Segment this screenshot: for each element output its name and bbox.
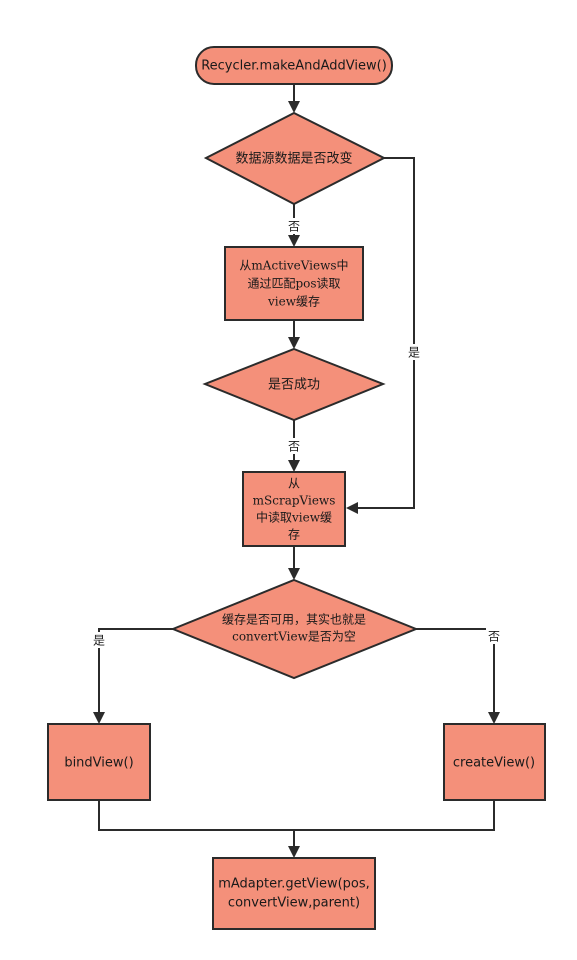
node-label-line: 存	[288, 528, 300, 542]
process-shape	[224, 246, 364, 321]
arrowhead	[288, 235, 300, 247]
edge-changed-yes	[356, 157, 415, 509]
arrowhead	[288, 846, 300, 858]
edge-label-cache-yes: 是	[93, 634, 105, 648]
arrowhead	[288, 460, 300, 472]
node-label: Recycler.makeAndAddView()	[201, 59, 387, 74]
process-shape	[242, 471, 346, 547]
node-get-view: mAdapter.getView(pos, convertView,parent…	[212, 857, 376, 930]
node-label-line: 从	[288, 477, 300, 491]
edge-labels: 否 是 否 是 否	[91, 218, 502, 648]
node-label: createView()	[453, 756, 535, 771]
node-label-line: convertView,parent)	[228, 896, 360, 911]
node-check-changed: 数据源数据是否改变	[203, 111, 387, 206]
node-read-active: 从mActiveViews中 通过匹配pos读取 view缓存	[224, 246, 364, 321]
node-read-scrap: 从 mScrapViews 中读取view缓 存	[242, 471, 346, 547]
terminator-shape	[195, 46, 393, 85]
node-check-cache: 缓存是否可用，其实也就是 convertView是否为空	[170, 578, 419, 680]
node-label: 数据源数据是否改变	[235, 151, 352, 167]
node-label-line: mScrapViews	[253, 494, 336, 508]
node-label-line: 缓存是否可用，其实也就是	[222, 612, 366, 627]
edge-label-changed-yes: 是	[408, 346, 420, 360]
edge-bind-merge	[98, 800, 495, 831]
node-label-line: 通过匹配pos读取	[247, 277, 340, 291]
node-bind-view: bindView()	[47, 723, 151, 801]
arrowhead	[346, 502, 358, 514]
node-start: Recycler.makeAndAddView()	[195, 46, 393, 85]
process-shape	[443, 723, 546, 801]
arrowhead	[93, 712, 105, 724]
decision-shape	[170, 578, 419, 680]
node-label: bindView()	[64, 756, 133, 771]
node-check-success: 是否成功	[202, 347, 386, 422]
arrowhead	[488, 712, 500, 724]
node-label: 是否成功	[268, 378, 320, 393]
arrowhead	[288, 337, 300, 349]
decision-shape	[203, 111, 387, 206]
edge-cache-no	[416, 628, 495, 714]
node-label-line: 中读取view缓	[256, 510, 332, 525]
process-shape	[47, 723, 151, 801]
node-label-line: view缓存	[267, 295, 320, 309]
edge-cache-yes	[98, 628, 173, 714]
arrowhead	[288, 101, 300, 113]
edges	[93, 84, 500, 858]
node-label-line: convertView是否为空	[232, 630, 356, 644]
node-create-view: createView()	[443, 723, 546, 801]
decision-shape	[202, 347, 386, 422]
arrowhead	[288, 568, 300, 580]
edge-label-success-no: 否	[288, 440, 300, 454]
node-label-line: 从mActiveViews中	[239, 258, 348, 273]
process-shape	[212, 857, 376, 930]
edge-label-cache-no: 否	[488, 630, 500, 644]
node-label-line: mAdapter.getView(pos,	[218, 877, 370, 892]
edge-label-changed-no: 否	[288, 220, 300, 234]
